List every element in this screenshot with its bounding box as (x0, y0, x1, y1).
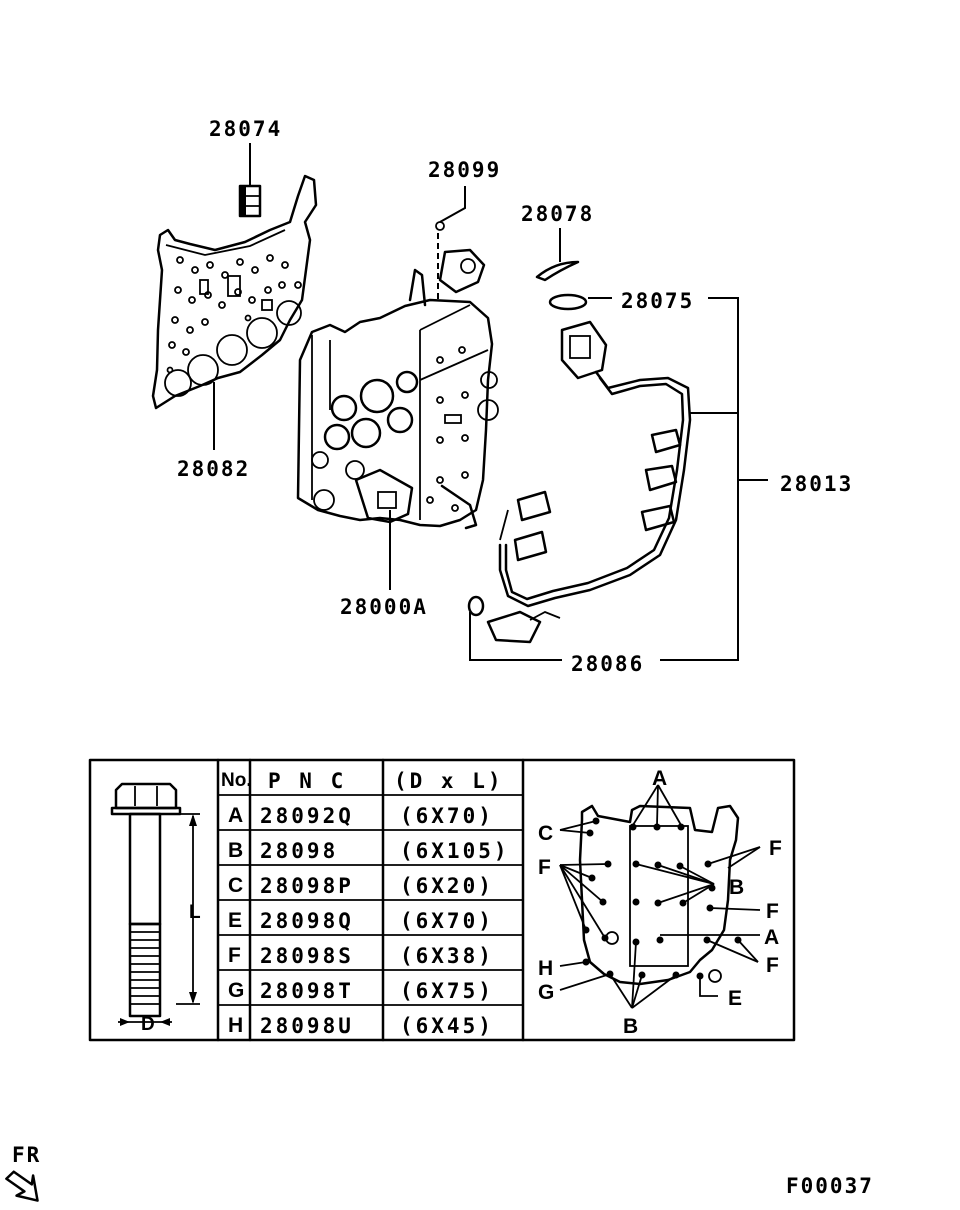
bolt-map-label-f: F (766, 900, 779, 923)
row-pnc: 28098T (260, 979, 354, 1003)
row-dxl: (6X38) (400, 944, 494, 968)
part-28074-drawing (238, 184, 262, 218)
callout-28000A: 28000A (340, 595, 428, 619)
bolt-location-map: A C F B F A F H G E B F (538, 767, 782, 1038)
bolt-map-label-a: A (764, 926, 779, 949)
valve-body-holes (426, 346, 469, 512)
bolt-thread (130, 931, 160, 1005)
row-no: G (228, 979, 244, 1002)
row-dxl: (6X75) (400, 979, 494, 1003)
o-ring-28099 (435, 221, 445, 231)
callout-28082: 28082 (177, 457, 250, 481)
o-ring-28075 (548, 293, 588, 311)
leader-lines (213, 143, 768, 661)
row-dxl: (6X70) (400, 909, 494, 933)
valve-body-drawing (296, 248, 499, 530)
bolt-map-label-g: G (538, 981, 554, 1004)
fr-arrow-icon (5, 1170, 39, 1202)
plate-holes (166, 254, 302, 374)
row-no: C (228, 874, 243, 897)
row-no: H (228, 1014, 243, 1037)
row-pnc: 28098P (260, 874, 354, 898)
header-dxl: (D x L) (394, 769, 504, 793)
bolt-map-label-b: B (623, 1015, 638, 1038)
header-no: No. (221, 770, 252, 791)
wiring-harness-drawing (486, 320, 692, 644)
callout-28074: 28074 (209, 117, 282, 141)
row-no: F (228, 944, 241, 967)
bolt-map-label-c: C (538, 822, 553, 845)
row-dxl: (6X70) (400, 804, 494, 828)
row-pnc: 28098Q (260, 909, 354, 933)
row-dxl: (6X20) (400, 874, 494, 898)
front-direction-indicator: FR (5, 1143, 41, 1202)
bolt-map-leaders (559, 784, 761, 1009)
o-ring-28086 (467, 595, 485, 617)
bolt-map-label-h: H (538, 957, 553, 980)
length-label: L (189, 902, 201, 923)
bolt-map-label-a: A (652, 767, 667, 790)
figure-code: F00037 (786, 1174, 874, 1198)
callout-28078: 28078 (521, 202, 594, 226)
clip-28078 (535, 260, 580, 282)
bolt-map-label-f-lower: F (766, 954, 779, 977)
bolt-map-label-f: F (769, 837, 782, 860)
fr-label: FR (12, 1143, 41, 1167)
bolt-illustration: L D (110, 782, 201, 1035)
row-dxl: (6X45) (400, 1014, 494, 1038)
diameter-label: D (141, 1014, 155, 1035)
row-dxl: (6X105) (400, 839, 510, 863)
row-pnc: 28098U (260, 1014, 354, 1038)
callout-28099: 28099 (428, 158, 501, 182)
bolt-table: No. P N C (D x L) A 28092Q (6X70) B 2809… (88, 758, 796, 1042)
row-no: A (228, 804, 243, 827)
separator-plate-drawing (151, 174, 318, 410)
callout-28013: 28013 (780, 472, 853, 496)
bolt-map-label-b: B (729, 876, 744, 899)
row-no: E (228, 909, 242, 932)
row-pnc: 28098S (260, 944, 354, 968)
callout-28086: 28086 (571, 652, 644, 676)
row-pnc: 28098 (260, 839, 338, 863)
row-pnc: 28092Q (260, 804, 354, 828)
callout-28075: 28075 (621, 289, 694, 313)
bolt-map-label-f: F (538, 856, 551, 879)
row-no: B (228, 839, 243, 862)
bolt-map-label-e: E (728, 987, 742, 1010)
header-pnc: P N C (268, 769, 346, 793)
